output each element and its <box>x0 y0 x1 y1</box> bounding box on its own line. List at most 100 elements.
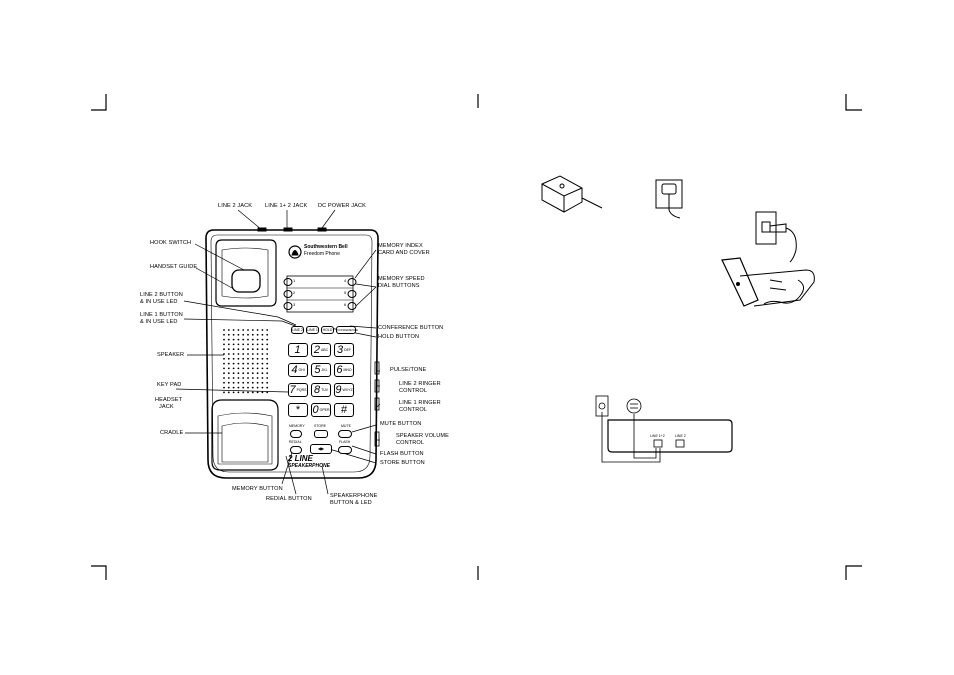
label-speaker-volume: SPEAKER VOLUME <box>396 433 450 439</box>
speaker-grille-dot <box>251 338 254 341</box>
speaker-grille-dot <box>242 391 245 394</box>
key-digit: 0 <box>312 403 319 416</box>
speaker-grille-dot <box>266 338 269 341</box>
speaker-grille-dot <box>256 367 259 370</box>
model-subtitle: SPEAKERPHONE <box>288 463 330 469</box>
label-handset-guide: HANDSET GUIDE <box>150 264 198 270</box>
speaker-grille-dot <box>251 381 254 384</box>
key-letters: JKL <box>321 368 328 372</box>
speaker-grille-dot <box>251 377 254 379</box>
speaker-grille-dot <box>256 372 259 375</box>
speaker-grille-dot <box>223 381 225 384</box>
key-hash[interactable]: # <box>334 403 354 417</box>
line1-button[interactable]: LINE 1 <box>306 326 319 334</box>
label-mute-button: MUTE BUTTON <box>380 421 422 427</box>
speaker-grille-dot <box>247 348 249 351</box>
speaker-grille-dot <box>261 353 264 355</box>
model-name: 2 LINE <box>288 454 313 463</box>
connection-diagram <box>595 395 733 463</box>
speaker-grille-dot <box>261 329 264 331</box>
speaker-grille-dot <box>223 329 225 331</box>
redial-button-label: REDIAL <box>289 440 302 444</box>
speaker-grille-dot <box>223 377 225 379</box>
speaker-grille-dot <box>237 372 240 375</box>
key-1[interactable]: 1 <box>288 343 308 357</box>
speaker-grille-dot <box>256 386 259 389</box>
key-star[interactable]: * <box>288 403 308 417</box>
flash-button[interactable] <box>338 446 352 454</box>
power-adapter-illustration <box>541 175 603 213</box>
key-digit: 4 <box>291 363 298 376</box>
speaker-grille-dot <box>266 377 269 379</box>
speaker-grille-dot <box>227 333 230 336</box>
redial-button[interactable] <box>290 446 302 454</box>
speaker-grille-dot <box>227 386 230 389</box>
speaker-grille-dot <box>242 372 245 375</box>
brand-product: Freedom Phone <box>304 251 340 257</box>
store-button-label: STORE <box>314 424 326 428</box>
speaker-grille-dot <box>223 372 225 375</box>
speaker-grille-dot <box>232 329 235 331</box>
speed-dial-number: 1 <box>293 278 296 283</box>
speaker-grille-dot <box>223 367 225 370</box>
conference-button[interactable]: CONFERENCE <box>336 326 359 334</box>
label-speaker: SPEAKER <box>157 352 185 358</box>
label-speakerphone: SPEAKERPHONE <box>330 493 378 499</box>
speaker-grille-dot <box>237 348 240 351</box>
speed-dial-number: 2 <box>293 290 296 295</box>
label-line1-button: LINE 1 BUTTON <box>140 312 183 318</box>
speaker-grille-dot <box>227 357 230 360</box>
speaker-grille-dot <box>242 362 245 365</box>
back-panel-line12-label: LINE 1+2 <box>650 434 665 438</box>
label-hook-switch: HOOK SWITCH <box>150 240 192 246</box>
speaker-grille-dot <box>256 333 259 336</box>
speaker-grille-dot <box>266 348 269 351</box>
label-line2-ringer: LINE 2 RINGER <box>399 381 441 387</box>
hold-button[interactable]: HOLD <box>321 326 334 334</box>
speaker-grille-dot <box>266 333 269 336</box>
speaker-grille-dot <box>242 329 245 331</box>
speaker-grille-dot <box>232 353 235 355</box>
speaker-grille-dot <box>266 357 269 360</box>
speaker-grille-dot <box>227 367 230 370</box>
line2-button[interactable]: LINE 2 <box>291 326 304 334</box>
speaker-grille-dot <box>251 329 254 331</box>
speaker-grille-dot <box>261 377 264 379</box>
speaker-grille-dot <box>266 386 269 389</box>
speaker-grille-dot <box>223 353 225 355</box>
speakerphone-button[interactable]: ◀▶ <box>310 444 332 454</box>
mute-button[interactable] <box>338 430 352 438</box>
phone-side-illustration <box>721 257 815 307</box>
speed-dial-number: 4 <box>344 278 347 283</box>
speaker-grille-dot <box>237 338 240 341</box>
label-flash-button: FLASH BUTTON <box>380 451 424 457</box>
key-letters: TUV <box>321 388 329 392</box>
memory-index-card <box>286 275 354 313</box>
store-button[interactable] <box>314 430 328 438</box>
speaker-grille-dot <box>227 338 230 341</box>
label-line1-button-led: & IN USE LED <box>140 319 178 325</box>
speaker-grille-dot <box>247 377 249 379</box>
label-memory-index: MEMORY INDEX <box>378 243 423 249</box>
speaker-grille-dot <box>223 348 225 351</box>
speaker-grille-dot <box>247 329 249 331</box>
memory-button[interactable] <box>290 430 302 438</box>
key-letters: PQRS <box>296 388 307 392</box>
speaker-grille-dot <box>251 386 254 389</box>
speaker-grille-dot <box>242 338 245 341</box>
speaker-grille-dot <box>242 353 245 355</box>
speaker-grille-dot <box>261 386 264 389</box>
back-panel-line2-label: LINE 2 <box>675 434 686 438</box>
label-memory-index-2: CARD AND COVER <box>378 250 430 256</box>
speaker-grille-dot <box>266 329 269 331</box>
